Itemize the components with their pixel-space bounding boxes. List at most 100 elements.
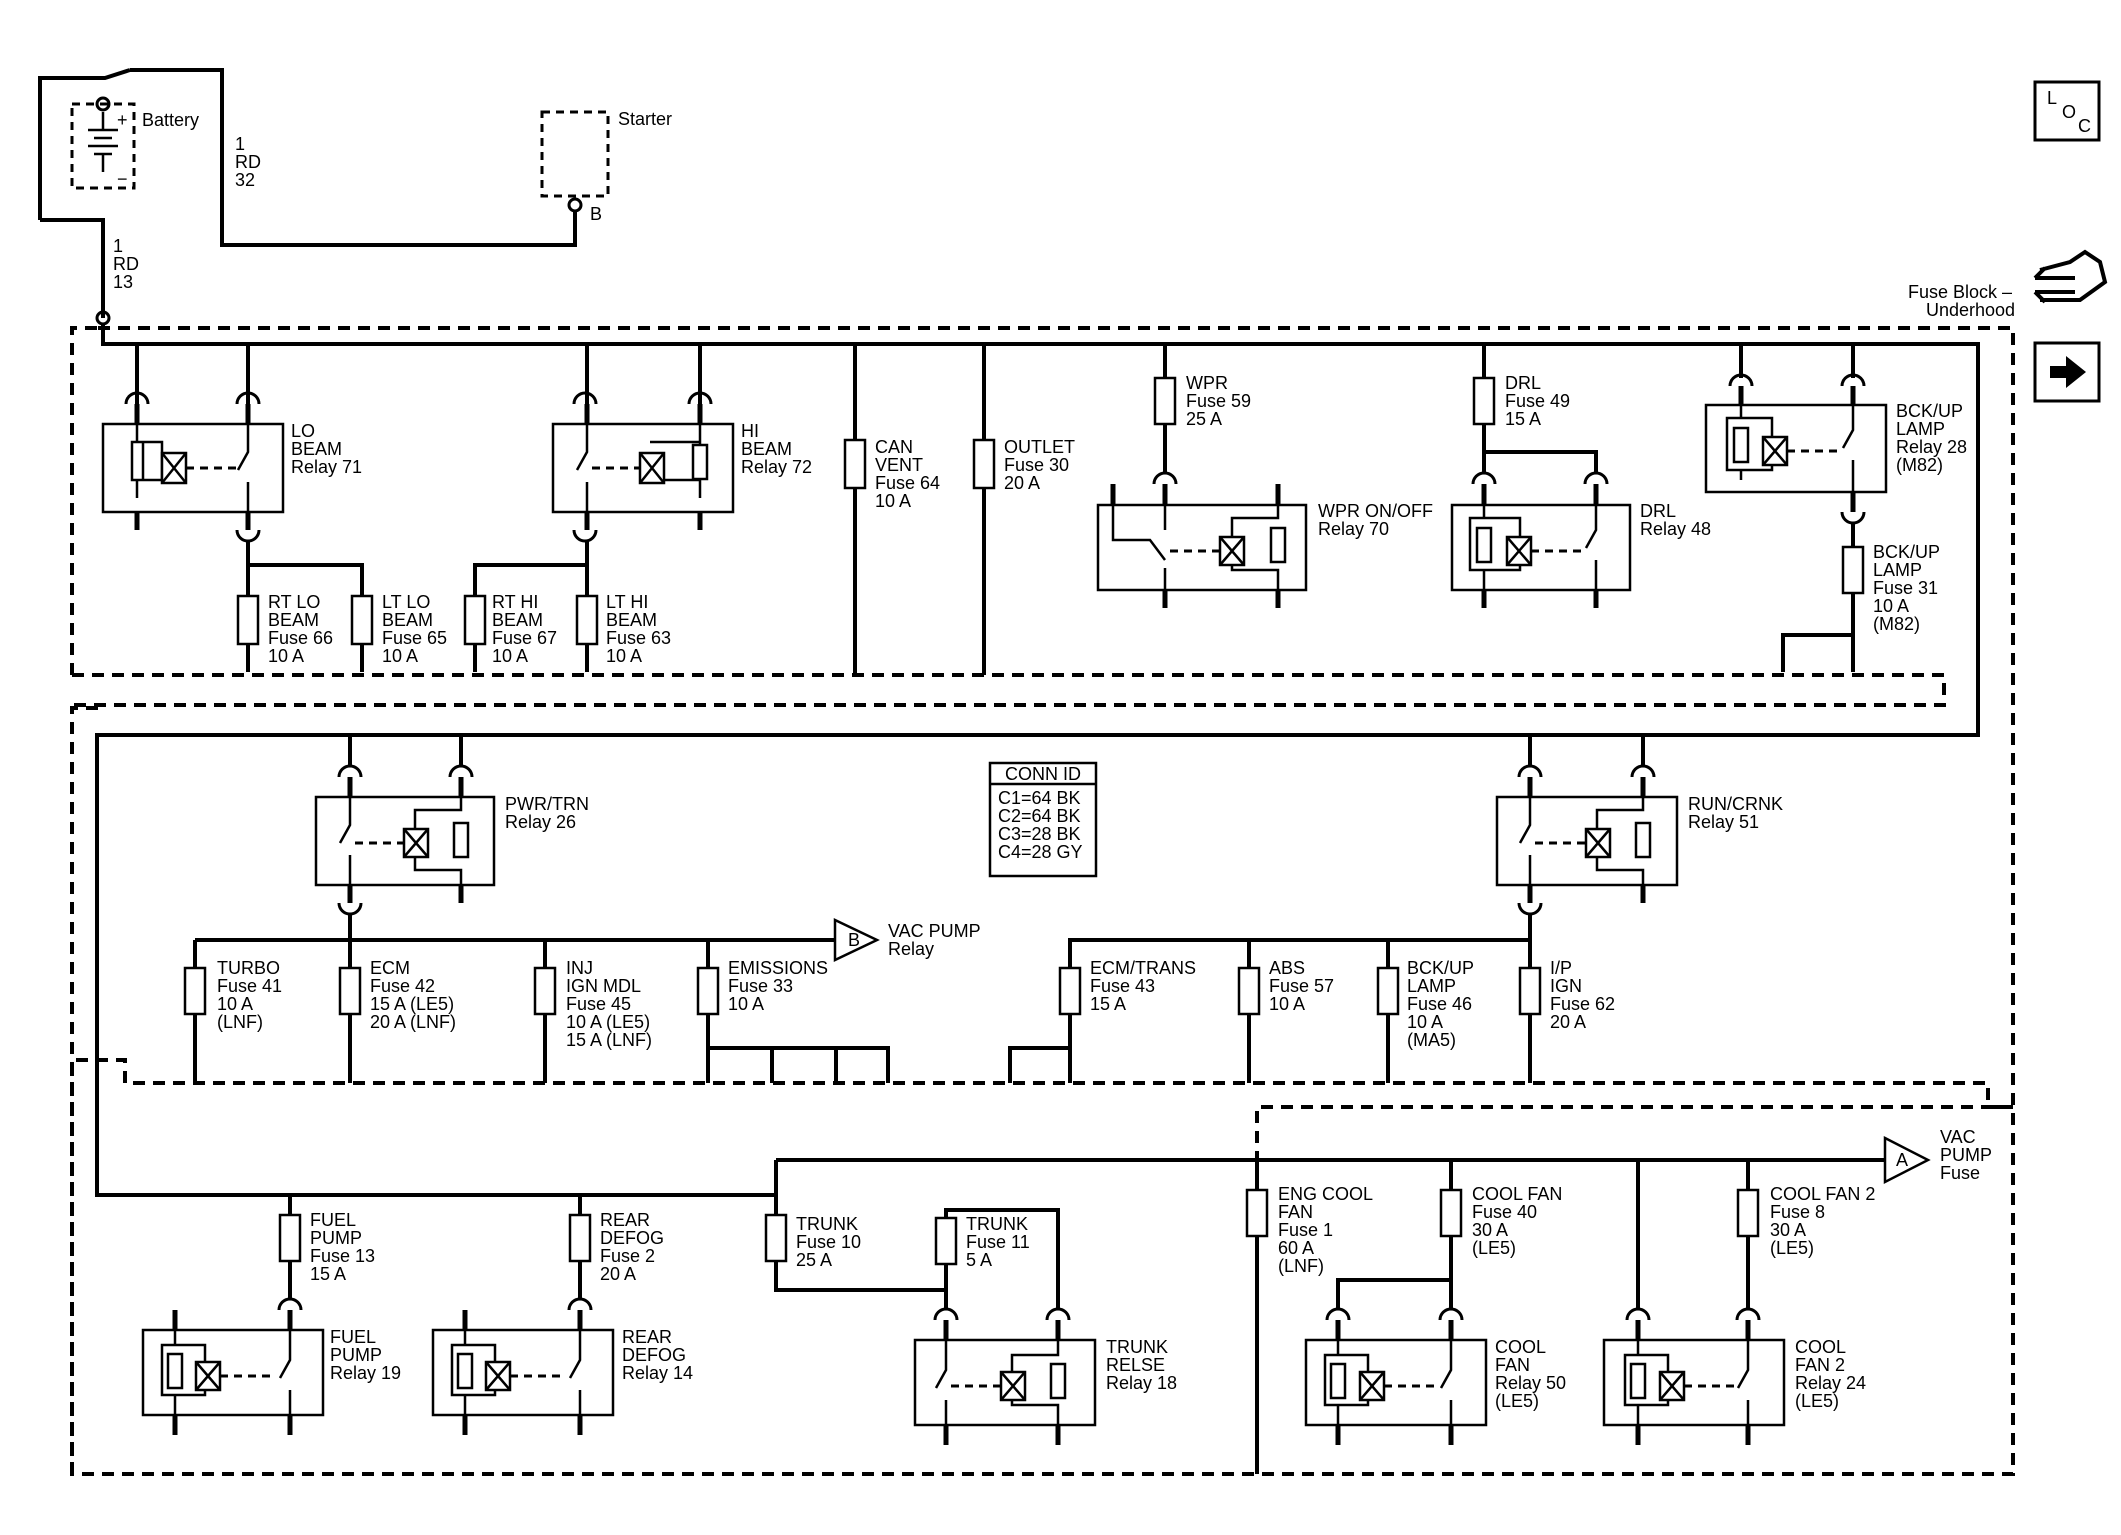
- svg-text:BEAM: BEAM: [492, 610, 543, 630]
- svg-text:20 A: 20 A: [1550, 1012, 1586, 1032]
- svg-text:Fuse Block –: Fuse Block –: [1908, 282, 2012, 302]
- svg-text:Fuse 41: Fuse 41: [217, 976, 282, 996]
- svg-text:15 A: 15 A: [1505, 409, 1541, 429]
- battery-plus: +: [117, 110, 128, 130]
- lo-beam-relay: LO BEAM Relay 71: [101, 372, 374, 672]
- svg-text:PUMP: PUMP: [330, 1345, 382, 1365]
- svg-text:Fuse 42: Fuse 42: [370, 976, 435, 996]
- svg-text:BEAM: BEAM: [382, 610, 433, 630]
- svg-text:10 A: 10 A: [728, 994, 764, 1014]
- svg-text:LO: LO: [291, 421, 315, 441]
- cool-fan-relay-50: COOL FAN Relay 50 (LE5): [1304, 1307, 1566, 1445]
- cool-fan-fuse-40: COOL FAN Fuse 40 30 A (LE5): [1336, 1184, 1562, 1310]
- svg-text:30 A: 30 A: [1770, 1220, 1806, 1240]
- battery-section: + − Battery: [38, 68, 577, 318]
- svg-text:(LE5): (LE5): [1495, 1391, 1539, 1411]
- svg-text:DRL: DRL: [1505, 373, 1541, 393]
- arrow-right-icon: [2050, 356, 2086, 388]
- svg-text:Fuse 45: Fuse 45: [566, 994, 631, 1014]
- lt-lo-beam-fuse: LT LO BEAM Fuse 65 10 A: [382, 592, 447, 666]
- hi-beam-relay: HI BEAM Relay 72: [463, 372, 812, 672]
- svg-text:20 A: 20 A: [1004, 473, 1040, 493]
- svg-text:COOL: COOL: [1795, 1337, 1846, 1357]
- svg-text:10 A: 10 A: [217, 994, 253, 1014]
- svg-text:30 A: 30 A: [1472, 1220, 1508, 1240]
- svg-text:BEAM: BEAM: [606, 610, 657, 630]
- svg-text:(LE5): (LE5): [1472, 1238, 1516, 1258]
- svg-text:PWR/TRN: PWR/TRN: [505, 794, 589, 814]
- rt-lo-beam-fuse: RT LO BEAM Fuse 66 10 A: [268, 592, 333, 666]
- loc-button[interactable]: L O C: [2033, 80, 2101, 142]
- svg-text:(LNF): (LNF): [217, 1012, 263, 1032]
- svg-text:(LE5): (LE5): [1795, 1391, 1839, 1411]
- svg-text:Relay 70: Relay 70: [1318, 519, 1389, 539]
- ecm-fuse: ECM Fuse 42 15 A (LE5) 20 A (LNF): [338, 958, 456, 1032]
- svg-text:TURBO: TURBO: [217, 958, 280, 978]
- svg-text:DEFOG: DEFOG: [600, 1228, 664, 1248]
- svg-text:10 A: 10 A: [268, 646, 304, 666]
- outlet-fuse: OUTLET Fuse 30 20 A: [972, 437, 1075, 493]
- bckup-lamp-relay: BCK/UP LAMP Relay 28 (M82): [1704, 373, 1967, 672]
- svg-text:1: 1: [113, 236, 123, 256]
- rear-defog-fuse: REAR DEFOG Fuse 2 20 A: [568, 1210, 664, 1300]
- ecm-trans-fuse: ECM/TRANS Fuse 43 15 A: [1058, 958, 1196, 1016]
- svg-text:RD: RD: [235, 152, 261, 172]
- drl-relay: DRL Relay 48: [1450, 471, 1711, 608]
- svg-text:Fuse 49: Fuse 49: [1505, 391, 1570, 411]
- svg-text:Fuse 63: Fuse 63: [606, 628, 671, 648]
- svg-text:TRUNK: TRUNK: [796, 1214, 858, 1234]
- svg-text:Fuse 65: Fuse 65: [382, 628, 447, 648]
- svg-text:(M82): (M82): [1873, 614, 1920, 634]
- vac-pump-fuse-connector: A VAC PUMP Fuse: [1883, 1127, 1992, 1185]
- svg-text:Relay 28: Relay 28: [1896, 437, 1967, 457]
- battery-label: Battery: [142, 110, 199, 130]
- svg-text:COOL: COOL: [1495, 1337, 1546, 1357]
- svg-text:Fuse 67: Fuse 67: [492, 628, 557, 648]
- svg-text:WPR: WPR: [1186, 373, 1228, 393]
- svg-text:CONN ID: CONN ID: [1005, 764, 1081, 784]
- drl-fuse: DRL Fuse 49 15 A: [1472, 373, 1598, 474]
- svg-text:C4=28 GY: C4=28 GY: [998, 842, 1083, 862]
- svg-text:DEFOG: DEFOG: [622, 1345, 686, 1365]
- svg-text:Fuse 57: Fuse 57: [1269, 976, 1334, 996]
- turbo-fuse: TURBO Fuse 41 10 A (LNF): [183, 958, 282, 1032]
- svg-text:Relay 50: Relay 50: [1495, 1373, 1566, 1393]
- svg-text:LT HI: LT HI: [606, 592, 648, 612]
- svg-text:Relay 18: Relay 18: [1106, 1373, 1177, 1393]
- svg-text:DRL: DRL: [1640, 501, 1676, 521]
- svg-text:Fuse 40: Fuse 40: [1472, 1202, 1537, 1222]
- svg-text:RUN/CRNK: RUN/CRNK: [1688, 794, 1783, 814]
- fuel-pump-fuse: FUEL PUMP Fuse 13 15 A: [278, 1210, 375, 1300]
- svg-text:Fuse 11: Fuse 11: [966, 1232, 1030, 1252]
- svg-text:Relay 48: Relay 48: [1640, 519, 1711, 539]
- svg-text:Relay 72: Relay 72: [741, 457, 812, 477]
- svg-text:LAMP: LAMP: [1407, 976, 1456, 996]
- svg-text:FAN: FAN: [1278, 1202, 1313, 1222]
- svg-text:5 A: 5 A: [966, 1250, 992, 1270]
- svg-text:15 A: 15 A: [310, 1264, 346, 1284]
- svg-text:ECM/TRANS: ECM/TRANS: [1090, 958, 1196, 978]
- lt-hi-beam-fuse: LT HI BEAM Fuse 63 10 A: [606, 592, 671, 666]
- svg-text:A: A: [1896, 1150, 1908, 1170]
- run-crnk-relay: RUN/CRNK Relay 51: [1008, 764, 1783, 1083]
- svg-text:LAMP: LAMP: [1896, 419, 1945, 439]
- rt-hi-beam-fuse: RT HI BEAM Fuse 67 10 A: [492, 592, 557, 666]
- svg-text:C1=64 BK: C1=64 BK: [998, 788, 1081, 808]
- svg-text:BCK/UP: BCK/UP: [1873, 542, 1940, 562]
- svg-text:25 A: 25 A: [796, 1250, 832, 1270]
- svg-text:Relay 71: Relay 71: [291, 457, 362, 477]
- svg-text:25 A: 25 A: [1186, 409, 1222, 429]
- svg-text:60 A: 60 A: [1278, 1238, 1314, 1258]
- forward-arrow-button[interactable]: [2033, 341, 2101, 403]
- svg-text:B: B: [848, 930, 860, 950]
- svg-text:20 A (LNF): 20 A (LNF): [370, 1012, 456, 1032]
- fuse-block-outline: [70, 326, 2015, 1476]
- connector-view-icon[interactable]: [2033, 249, 2108, 304]
- svg-text:ENG COOL: ENG COOL: [1278, 1184, 1373, 1204]
- svg-text:(MA5): (MA5): [1407, 1030, 1456, 1050]
- svg-text:(M82): (M82): [1896, 455, 1943, 475]
- svg-text:10 A: 10 A: [875, 491, 911, 511]
- svg-text:RT HI: RT HI: [492, 592, 538, 612]
- svg-text:Fuse 43: Fuse 43: [1090, 976, 1155, 996]
- svg-text:VAC: VAC: [1940, 1127, 1976, 1147]
